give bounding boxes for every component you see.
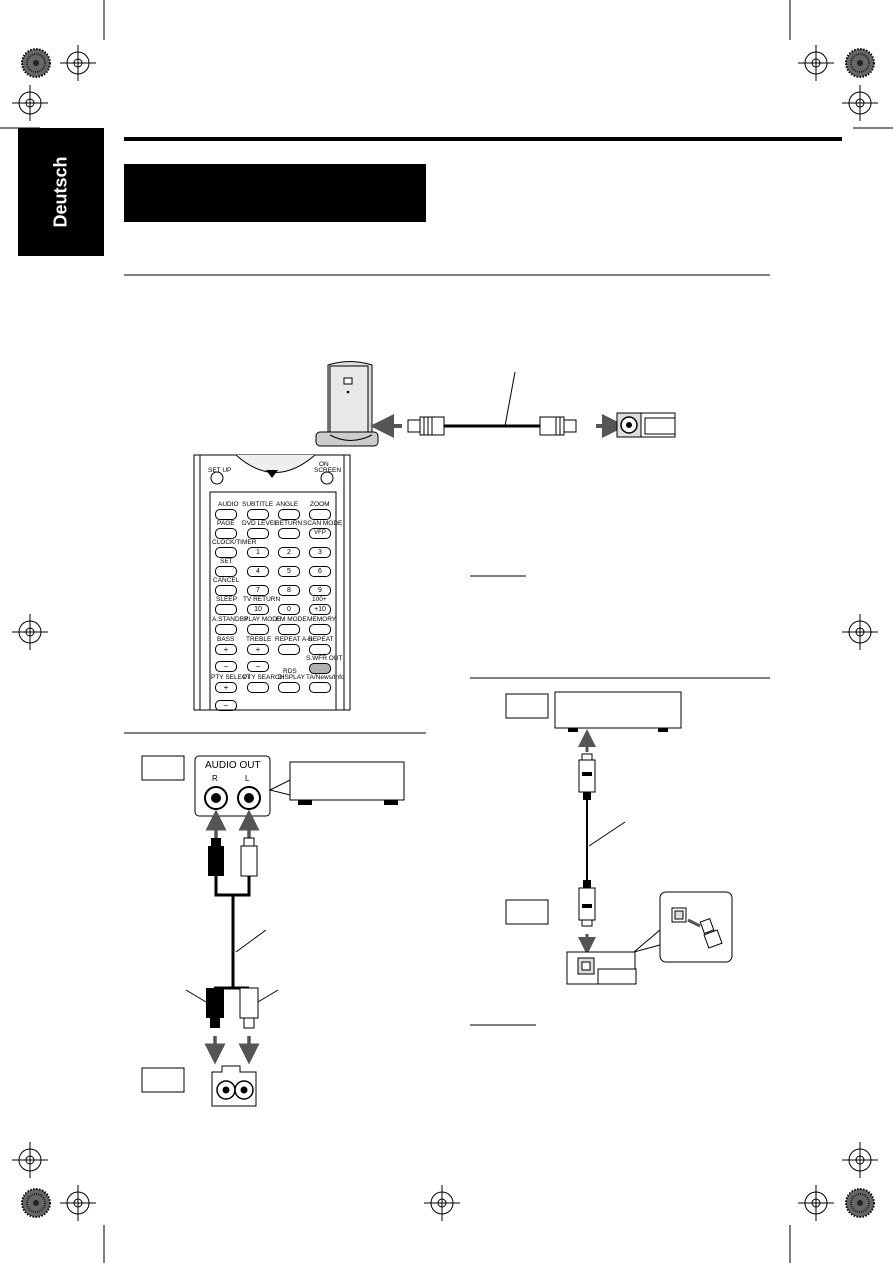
remote-rds-label: RDS <box>283 668 297 675</box>
optical-diagram <box>505 691 733 985</box>
audio-out-panel <box>194 755 291 817</box>
remote-play-mode-button[interactable] <box>247 624 269 635</box>
remote-display-label: DISPLAY <box>278 674 305 681</box>
remote-repeat-label: REPEAT <box>308 636 334 643</box>
input-jacks <box>211 1065 257 1107</box>
remote-pty-search-button[interactable] <box>247 682 269 693</box>
remote-scan-mode-label: SCAN MODE <box>303 520 343 527</box>
remote-digit-10[interactable]: 10 <box>247 604 269 615</box>
remote-clock-timer-label: CLOCK/TIMER <box>212 539 257 546</box>
remote-page-label: PAGE <box>217 520 235 527</box>
audio-out-r-label: R <box>212 774 218 783</box>
remote-pty-search-label: PTY SEARCH <box>243 674 285 681</box>
remote-memory-label: MEMORY <box>307 616 337 623</box>
remote-swfr-out-label: S.WFR OUT <box>306 655 343 662</box>
remote-setup-label: SET UP <box>208 467 232 474</box>
remote-return-button[interactable] <box>278 528 300 539</box>
remote-subtitle-button[interactable] <box>247 509 269 520</box>
subwoofer-cable <box>370 371 676 438</box>
remote-digit-plus10[interactable]: +10 <box>309 604 331 615</box>
remote-vfp-button[interactable]: VFP <box>309 528 331 539</box>
remote-play-mode-label: PLAY MODE <box>244 616 282 623</box>
section-title-box <box>124 164 426 222</box>
remote-sleep-button[interactable] <box>215 604 237 615</box>
remote-pty-minus-button[interactable]: – <box>215 700 237 711</box>
remote-set-label: SET <box>220 558 233 565</box>
subwoofer-illustration <box>315 361 379 447</box>
remote-on-label: ON <box>319 461 329 468</box>
remote-tv-return-label: TV RETURN <box>243 596 281 603</box>
remote-bass-plus-button[interactable]: + <box>215 644 237 655</box>
remote-fm-mode-label: FM MODE <box>276 616 307 623</box>
remote-audio-button[interactable] <box>215 509 237 520</box>
remote-audio-label: AUDIO <box>218 501 239 508</box>
remote-100plus-label: 100+ <box>312 596 327 603</box>
remote-pty-plus-button[interactable]: + <box>215 682 237 693</box>
remote-digit-1[interactable]: 1 <box>247 547 269 558</box>
remote-clock-timer-button[interactable] <box>215 547 237 558</box>
language-tab: Deutsch <box>18 128 104 256</box>
remote-angle-label: ANGLE <box>276 501 299 508</box>
remote-swfr-out-button[interactable] <box>309 663 331 674</box>
remote-treble-label: TREBLE <box>246 636 272 643</box>
remote-digit-9[interactable]: 9 <box>309 585 331 596</box>
remote-digit-2[interactable]: 2 <box>278 547 300 558</box>
audio-out-title: AUDIO OUT <box>205 760 261 771</box>
rca-cable <box>185 809 279 1065</box>
remote-astandby-button[interactable] <box>215 624 237 635</box>
remote-digit-3[interactable]: 3 <box>309 547 331 558</box>
remote-dvd-level-button[interactable] <box>247 528 269 539</box>
remote-pty-select-label: PTY SELECT <box>211 674 251 681</box>
remote-cancel-label: CANCEL <box>213 577 240 584</box>
remote-dvd-level-label: DVD LEVEL <box>242 520 278 527</box>
remote-repeat-ab-label: REPEAT A-B <box>275 636 313 643</box>
remote-zoom-button[interactable] <box>309 509 331 520</box>
remote-cancel-button[interactable] <box>215 585 237 596</box>
remote-digit-7[interactable]: 7 <box>247 585 269 596</box>
remote-repeat-ab-button[interactable] <box>278 644 300 655</box>
remote-screen-label: SCREEN <box>314 467 342 474</box>
remote-set-button[interactable] <box>215 566 237 577</box>
remote-digit-6[interactable]: 6 <box>309 566 331 577</box>
remote-memory-button[interactable] <box>309 624 331 635</box>
remote-illustration <box>193 454 351 711</box>
remote-treble-minus-button[interactable]: – <box>247 661 269 672</box>
remote-ta-news-info-button[interactable] <box>309 682 331 693</box>
remote-digit-8[interactable]: 8 <box>278 585 300 596</box>
remote-subtitle-label: SUBTITLE <box>242 501 274 508</box>
remote-bass-label: BASS <box>217 636 235 643</box>
remote-digit-0[interactable]: 0 <box>278 604 300 615</box>
remote-display-button[interactable] <box>278 682 300 693</box>
remote-repeat-button[interactable] <box>309 644 331 655</box>
remote-digit-4[interactable]: 4 <box>247 566 269 577</box>
remote-digit-5[interactable]: 5 <box>278 566 300 577</box>
remote-page-button[interactable] <box>215 528 237 539</box>
remote-treble-plus-button[interactable]: + <box>247 644 269 655</box>
audio-out-l-label: L <box>245 774 250 783</box>
remote-sleep-label: SLEEP <box>216 596 237 603</box>
remote-ta-news-info-label: TA/News/Info <box>306 674 345 681</box>
remote-angle-button[interactable] <box>278 509 300 520</box>
remote-fm-mode-button[interactable] <box>278 624 300 635</box>
remote-zoom-label: ZOOM <box>310 501 330 508</box>
remote-astandby-label: A.STANDBY <box>212 616 249 623</box>
remote-return-label: RETURN <box>275 520 303 527</box>
remote-bass-minus-button[interactable]: – <box>215 661 237 672</box>
